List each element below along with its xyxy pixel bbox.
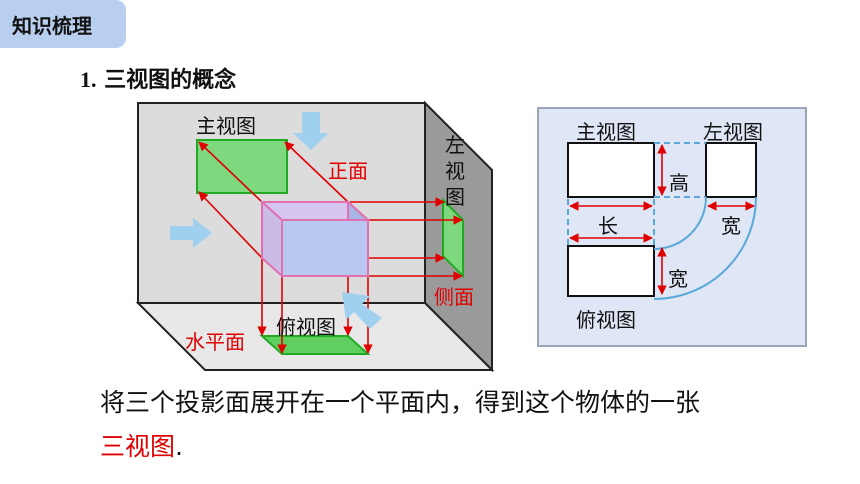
left-view-rect: [705, 142, 757, 198]
label-top-view: 俯视图: [276, 315, 336, 339]
caption-highlight: 三视图: [100, 432, 176, 461]
label-left-view-3: 图: [445, 185, 465, 209]
label-left-view-1: 左: [445, 133, 465, 157]
view-arrow-bottom-icon: [342, 292, 382, 329]
viewing-arrows: [170, 112, 382, 329]
section-number: 1.: [80, 67, 97, 92]
dim-width-bottom-label: 宽: [668, 267, 688, 291]
main-view-rect: [567, 142, 655, 198]
projection-box-diagram: 主视图 正面 左 视 图 侧面 俯视图 水平面: [135, 100, 495, 373]
label-left-view-2: 视: [445, 159, 465, 183]
label-top-view-2d: 俯视图: [576, 308, 636, 332]
label-main-view: 主视图: [196, 114, 256, 138]
label-horizontal-plane: 水平面: [185, 330, 245, 354]
section-heading: 1. 三视图的概念: [80, 62, 236, 94]
caption-text: 将三个投影面展开在一个平面内，得到这个物体的一张: [100, 388, 701, 417]
dimension-arrows: [569, 144, 755, 295]
label-main-view-2d: 主视图: [576, 120, 636, 144]
top-view-rect: [567, 245, 655, 297]
top-view-projection: [259, 335, 371, 355]
label-front-plane: 正面: [328, 159, 368, 183]
section-title: 三视图的概念: [104, 68, 237, 93]
label-left-view-2d: 左视图: [703, 120, 763, 144]
view-arrow-left-icon: [170, 218, 212, 248]
cuboid-object: [259, 199, 371, 279]
caption-paragraph: 将三个投影面展开在一个平面内，得到这个物体的一张 三视图.: [100, 381, 820, 469]
dim-height-label: 高: [669, 171, 689, 195]
alignment-guides: [567, 142, 706, 246]
view-arrow-top-icon: [293, 112, 329, 150]
section-badge: 知识梳理: [0, 0, 126, 48]
dim-length-label: 长: [598, 214, 618, 238]
main-view-projection: [196, 139, 288, 194]
dim-width-right-label: 宽: [721, 214, 741, 238]
three-view-layout: 主视图 左视图 高 长 宽 宽 俯视图: [537, 107, 807, 347]
label-side-plane: 侧面: [434, 285, 474, 309]
caption-end: .: [175, 432, 183, 461]
